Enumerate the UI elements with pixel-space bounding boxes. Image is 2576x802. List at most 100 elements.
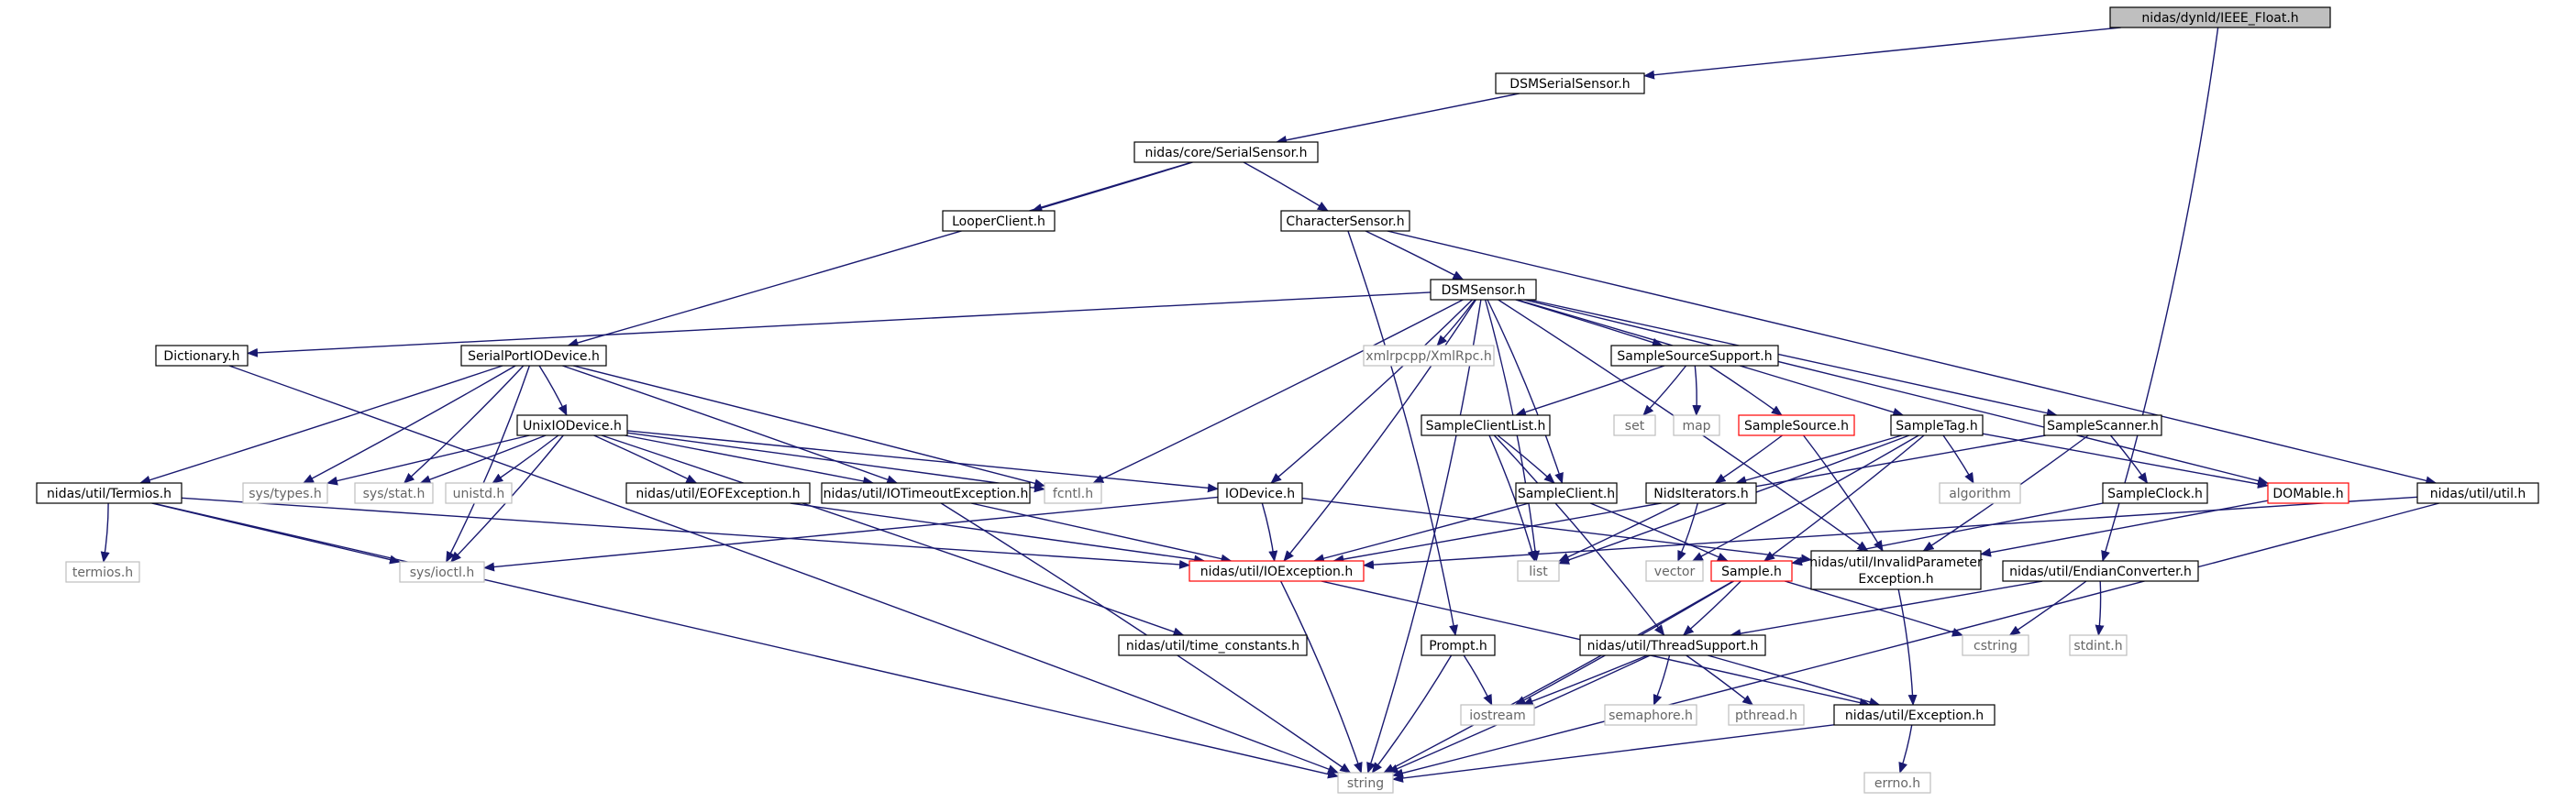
edge-sampleclient-to-ioexc — [1312, 502, 1530, 564]
node-box — [2416, 482, 2539, 504]
node-label: termios.h — [72, 566, 133, 580]
node-iodevice-h[interactable]: IODevice.h — [1217, 482, 1303, 504]
node-nidas-util-endianconverter-h[interactable]: nidas/util/EndianConverter.h — [2002, 560, 2199, 582]
node-label: LooperClient.h — [952, 214, 1045, 229]
edge-utilh-to-ioexc — [1363, 496, 2418, 570]
edge-sampleclientlist-to-sampleclient — [1497, 434, 1555, 484]
node-samplescanner-h[interactable]: SampleScanner.h — [2043, 414, 2162, 436]
node-label: xmlrpcpp/XmlRpc.h — [1365, 349, 1491, 364]
node-xmlrpcpp-xmlrpc-h: xmlrpcpp/XmlRpc.h — [1363, 345, 1495, 367]
edge-serialport-to-fcntl — [572, 365, 1045, 489]
node-label: SampleSourceSupport.h — [1617, 349, 1772, 364]
node-label: sys/stat.h — [363, 487, 426, 501]
node-nidas-util-time-constants-h[interactable]: nidas/util/time_constants.h — [1118, 634, 1308, 656]
edge-sss-to-sampleclientlist — [1515, 365, 1665, 417]
node-label: SampleClient.h — [1518, 487, 1615, 501]
edge-exception-to-errno — [1898, 724, 1913, 774]
node-label: SampleSource.h — [1744, 419, 1849, 434]
node-dsmsensor-h[interactable]: DSMSensor.h — [1430, 279, 1537, 301]
edge-dsmsensor-to-domable — [1523, 299, 2269, 486]
node-box — [1710, 560, 1793, 582]
node-samplesourcesupport-h[interactable]: SampleSourceSupport.h — [1610, 345, 1779, 367]
edge-serialport-to-sysioctl — [446, 365, 531, 563]
node-box — [1188, 560, 1365, 582]
node-nidas-util-ioexception-h[interactable]: nidas/util/IOException.h — [1188, 560, 1365, 582]
node-label: nidas/util/EOFException.h — [636, 487, 800, 501]
node-samplesource-h[interactable]: SampleSource.h — [1738, 414, 1855, 436]
node-label: nidas/core/SerialSensor.h — [1145, 146, 1308, 160]
node-nidas-util-exception-h[interactable]: nidas/util/Exception.h — [1833, 704, 1996, 726]
node-box — [2109, 6, 2331, 28]
node-sample-h[interactable]: Sample.h — [1710, 560, 1793, 582]
edge-serialport-to-termios_h — [138, 365, 503, 485]
node-box — [1810, 550, 1982, 590]
node-label: sys/ioctl.h — [410, 566, 474, 580]
node-nidas-dynld-ieee-float-h[interactable]: nidas/dynld/IEEE_Float.h — [2109, 6, 2331, 28]
node-label: Prompt.h — [1429, 639, 1487, 654]
node-box — [1833, 704, 1996, 726]
edge-charsensor-to-utilh — [1387, 230, 2438, 486]
node-sampleclient-h[interactable]: SampleClient.h — [1515, 482, 1618, 504]
node-label: stdint.h — [2073, 639, 2122, 654]
node-domable-h[interactable]: DOMable.h — [2267, 482, 2349, 504]
edge-unixio-to-eofexc — [593, 434, 698, 484]
edge-dsmsensor-to-samplescanner — [1529, 299, 2058, 418]
edge-serialsensor-to-serialport — [567, 161, 1192, 347]
edge-eofexc-to-ioexc — [790, 502, 1206, 565]
edge-endian-to-cstring — [2008, 580, 2087, 636]
edge-sss-to-set — [1642, 365, 1687, 416]
node-nidas-util-iotimeoutexception-h[interactable]: nidas/util/IOTimeoutException.h — [821, 482, 1031, 504]
node-nidas-util-termios-h[interactable]: nidas/util/Termios.h — [36, 482, 182, 504]
node-nidsiterators-h[interactable]: NidsIterators.h — [1645, 482, 1757, 504]
node-box — [1421, 634, 1496, 656]
node-box — [942, 210, 1056, 232]
node-label: errno.h — [1874, 776, 1920, 791]
node-nidas-util-eofexception-h[interactable]: nidas/util/EOFException.h — [625, 482, 811, 504]
node-looperclient-h[interactable]: LooperClient.h — [942, 210, 1056, 232]
node-dictionary-h[interactable]: Dictionary.h — [155, 345, 249, 367]
edge-samplesource-to-nidsiter — [1714, 434, 1783, 484]
node-box — [2267, 482, 2349, 504]
node-nidas-core-serialsensor-h[interactable]: nidas/core/SerialSensor.h — [1133, 141, 1319, 163]
node-box — [1337, 772, 1394, 794]
node-label: nidas/util/ThreadSupport.h — [1587, 639, 1759, 654]
node-unixiodevice-h[interactable]: UnixIODevice.h — [516, 414, 628, 436]
edge-nidsiter-to-list — [1558, 502, 1681, 562]
edge-unixio-to-systypes — [326, 434, 530, 486]
node-charactersensor-h[interactable]: CharacterSensor.h — [1280, 210, 1410, 232]
edge-serialport-to-iotimeout — [562, 365, 899, 484]
node-label: sys/types.h — [249, 487, 321, 501]
edge-invparam-to-exception — [1897, 588, 1918, 706]
edge-unixio-to-sysstat — [419, 434, 547, 484]
node-dsmserialsensor-h[interactable]: DSMSerialSensor.h — [1495, 72, 1645, 94]
node-label: iostream — [1469, 709, 1526, 723]
node-nidas-util-threadsupport-h[interactable]: nidas/util/ThreadSupport.h — [1579, 634, 1766, 656]
node-serialportiodevice-h[interactable]: SerialPortIODevice.h — [460, 345, 607, 367]
edge-dictionary-to-string — [228, 365, 1339, 774]
node-label: nidas/util/InvalidParameter — [1809, 555, 1983, 570]
node-iostream: iostream — [1460, 704, 1535, 726]
node-sampletag-h[interactable]: SampleTag.h — [1890, 414, 1984, 436]
node-box — [1645, 560, 1704, 582]
node-nidas-util-util-h[interactable]: nidas/util/util.h — [2416, 482, 2539, 504]
node-box — [1939, 482, 2021, 504]
node-label: CharacterSensor.h — [1286, 214, 1404, 229]
node-label: NidsIterators.h — [1653, 487, 1749, 501]
edge-termios_h-to-termios — [100, 502, 110, 563]
node-label: nidas/util/Exception.h — [1845, 709, 1984, 723]
node-box — [1363, 345, 1495, 367]
node-sampleclock-h[interactable]: SampleClock.h — [2102, 482, 2208, 504]
edge-dsmsensor-to-ioexc — [1283, 299, 1477, 562]
edge-root-to-dsmserial — [1643, 27, 2121, 80]
node-sampleclientlist-h[interactable]: SampleClientList.h — [1421, 414, 1551, 436]
node-box — [155, 345, 249, 367]
node-label: SampleScanner.h — [2047, 419, 2159, 434]
node-prompt-h[interactable]: Prompt.h — [1421, 634, 1496, 656]
edge-dsmsensor-to-sss — [1515, 299, 1664, 347]
edge-exception-to-string — [1392, 724, 1835, 783]
node-label: IODevice.h — [1225, 487, 1295, 501]
node-box — [1645, 482, 1757, 504]
edge-iodevice-to-invparam — [1301, 497, 1812, 564]
edge-dsmsensor-to-iodevice — [1270, 299, 1473, 484]
